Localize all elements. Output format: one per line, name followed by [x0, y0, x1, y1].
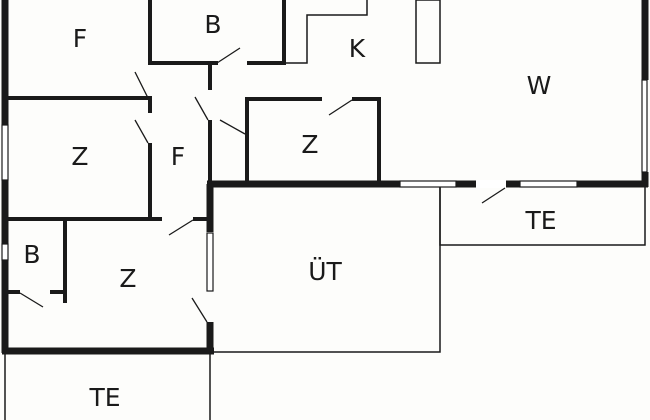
kitchen-counter: [286, 0, 368, 64]
window: [1, 124, 9, 181]
window: [399, 180, 457, 188]
room-label-ut: ÜT: [308, 257, 342, 286]
door-swing: [134, 71, 149, 99]
door-swing: [328, 99, 353, 116]
room-label-b: B: [23, 240, 40, 269]
room-label-f: F: [171, 142, 185, 171]
room-label-z: Z: [119, 264, 136, 293]
door-swing: [194, 96, 209, 121]
room-label-f: F: [73, 24, 87, 53]
window: [519, 180, 578, 188]
door-swing: [216, 47, 241, 64]
room-label-k: K: [349, 34, 366, 63]
door-swing: [191, 297, 208, 323]
door-swing: [134, 119, 149, 144]
window: [641, 79, 648, 173]
room-label-b: B: [204, 10, 221, 39]
doors: [19, 47, 506, 323]
room-label-z: Z: [71, 142, 88, 171]
door-gap: [476, 180, 506, 188]
window: [206, 232, 214, 292]
kitchen-island: [415, 0, 441, 64]
window: [1, 243, 9, 261]
room-labels: F B K W Z F Z TE B Z ÜT TE: [23, 10, 556, 412]
door-swing: [219, 119, 246, 135]
room-label-te: TE: [88, 383, 120, 412]
door-swing: [19, 292, 44, 308]
door-swing: [168, 219, 194, 236]
room-label-z: Z: [301, 130, 318, 159]
ut-outline: [213, 187, 441, 353]
room-label-te: TE: [524, 206, 556, 235]
door-swing: [481, 187, 506, 204]
room-label-w: W: [527, 71, 552, 100]
